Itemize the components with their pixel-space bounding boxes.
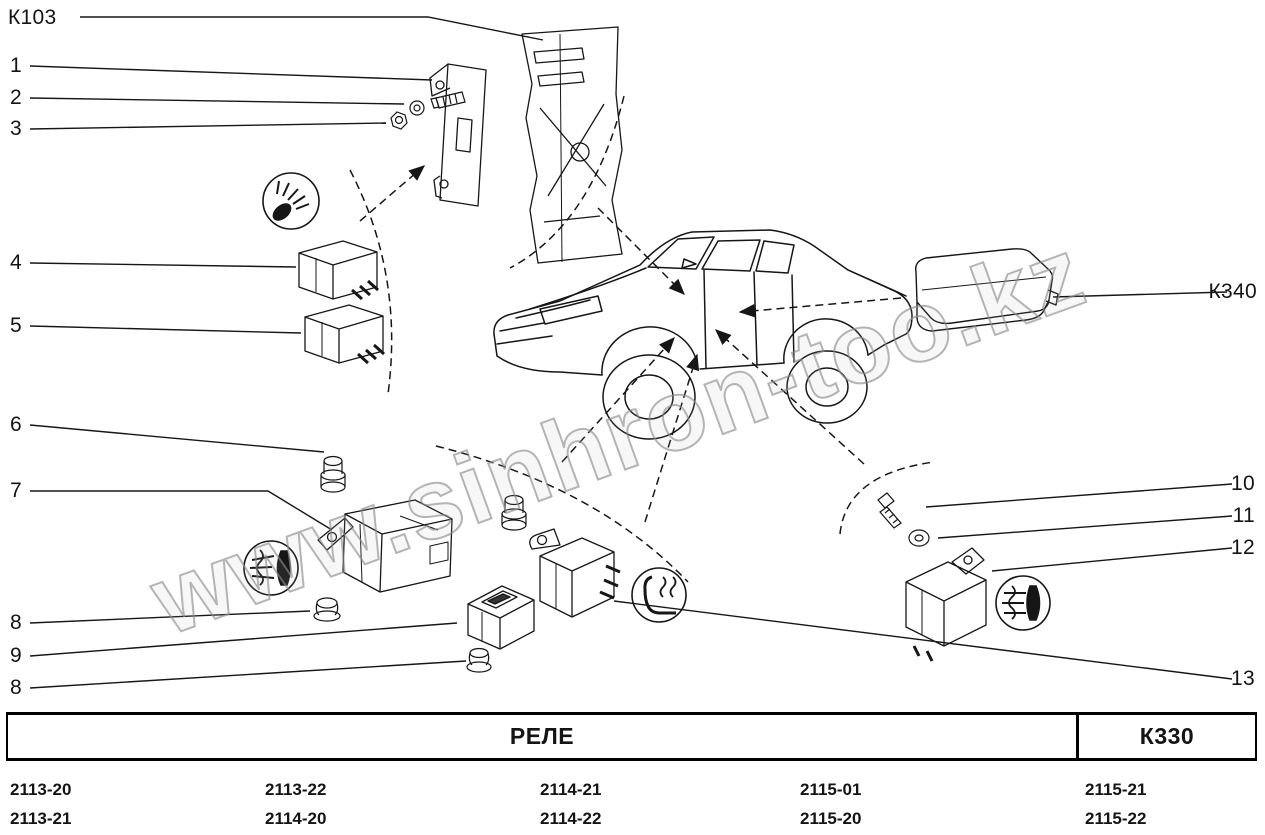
model-column-4: 2115-01 2115-20 <box>800 775 861 833</box>
callout-label-8b: 8 <box>10 676 22 699</box>
headlight-icon <box>262 172 320 230</box>
callout-leader-lines <box>29 16 1233 689</box>
relay-13-art <box>529 528 621 618</box>
callout-label-10: 10 <box>1231 472 1255 495</box>
relay-9-art <box>467 585 535 650</box>
mount-bracket-art <box>429 63 487 207</box>
callout-label-7: 7 <box>10 479 22 502</box>
dashed-section-arcs <box>349 95 935 583</box>
nut-art <box>390 111 408 130</box>
model-code: 2113-21 <box>10 809 72 828</box>
callout-label-5: 5 <box>10 314 22 337</box>
callout-label-6: 6 <box>10 413 22 436</box>
screw-10-art <box>877 492 902 529</box>
grommet-6b-art <box>501 494 527 531</box>
model-code: 2113-20 <box>10 780 72 799</box>
section-title: РЕЛЕ <box>8 715 1079 758</box>
model-codes: 2113-20 2113-21 2113-22 2114-20 2114-21 … <box>0 775 1265 835</box>
model-code: 2115-20 <box>800 809 862 828</box>
model-column-5: 2115-21 2115-22 <box>1085 775 1146 833</box>
model-code: 2114-21 <box>540 780 602 799</box>
callout-label-3: 3 <box>10 117 22 140</box>
heated-seat-icon <box>631 567 687 623</box>
model-code: 2115-01 <box>800 780 862 799</box>
relay-7-art <box>317 499 453 593</box>
model-code: 2114-22 <box>540 809 602 828</box>
callout-label-8a: 8 <box>10 611 22 634</box>
callout-label-k103: К103 <box>8 6 57 29</box>
body-panel-art <box>521 26 623 264</box>
relay-4-art <box>298 240 380 301</box>
callout-label-1: 1 <box>10 54 22 77</box>
callout-label-9: 9 <box>10 644 22 667</box>
car-illustration <box>493 229 913 440</box>
callout-label-k340: К340 <box>1208 280 1257 303</box>
callout-label-13: 13 <box>1231 667 1255 690</box>
washer-art <box>409 100 425 116</box>
relay-12-art <box>905 547 987 662</box>
model-code: 2115-22 <box>1085 809 1147 828</box>
model-column-3: 2114-21 2114-22 <box>540 775 601 833</box>
relay-5-art <box>304 304 386 365</box>
model-column-2: 2113-22 2114-20 <box>265 775 326 833</box>
watermark-text: www.sinhron-too.kz <box>137 215 1099 657</box>
grommet-6-art <box>320 455 346 493</box>
grommet-8a-art <box>313 597 341 622</box>
model-code: 2113-22 <box>265 780 327 799</box>
callout-label-4: 4 <box>10 251 22 274</box>
footer-table: РЕЛЕ К330 <box>6 712 1257 761</box>
callout-label-11: 11 <box>1232 504 1255 527</box>
grommet-8b-art <box>466 647 492 673</box>
section-code: К330 <box>1139 723 1195 749</box>
model-column-1: 2113-20 2113-21 <box>10 775 71 833</box>
screw-art <box>430 91 466 109</box>
model-code: 2115-21 <box>1085 780 1147 799</box>
washer-11-art <box>908 529 930 547</box>
model-code: 2114-20 <box>265 809 327 828</box>
callout-label-12: 12 <box>1231 536 1255 559</box>
callout-label-2: 2 <box>10 86 22 109</box>
k340-module-art <box>915 248 1059 332</box>
front-fog-light-icon <box>243 540 299 596</box>
rear-fog-light-icon <box>995 575 1051 631</box>
